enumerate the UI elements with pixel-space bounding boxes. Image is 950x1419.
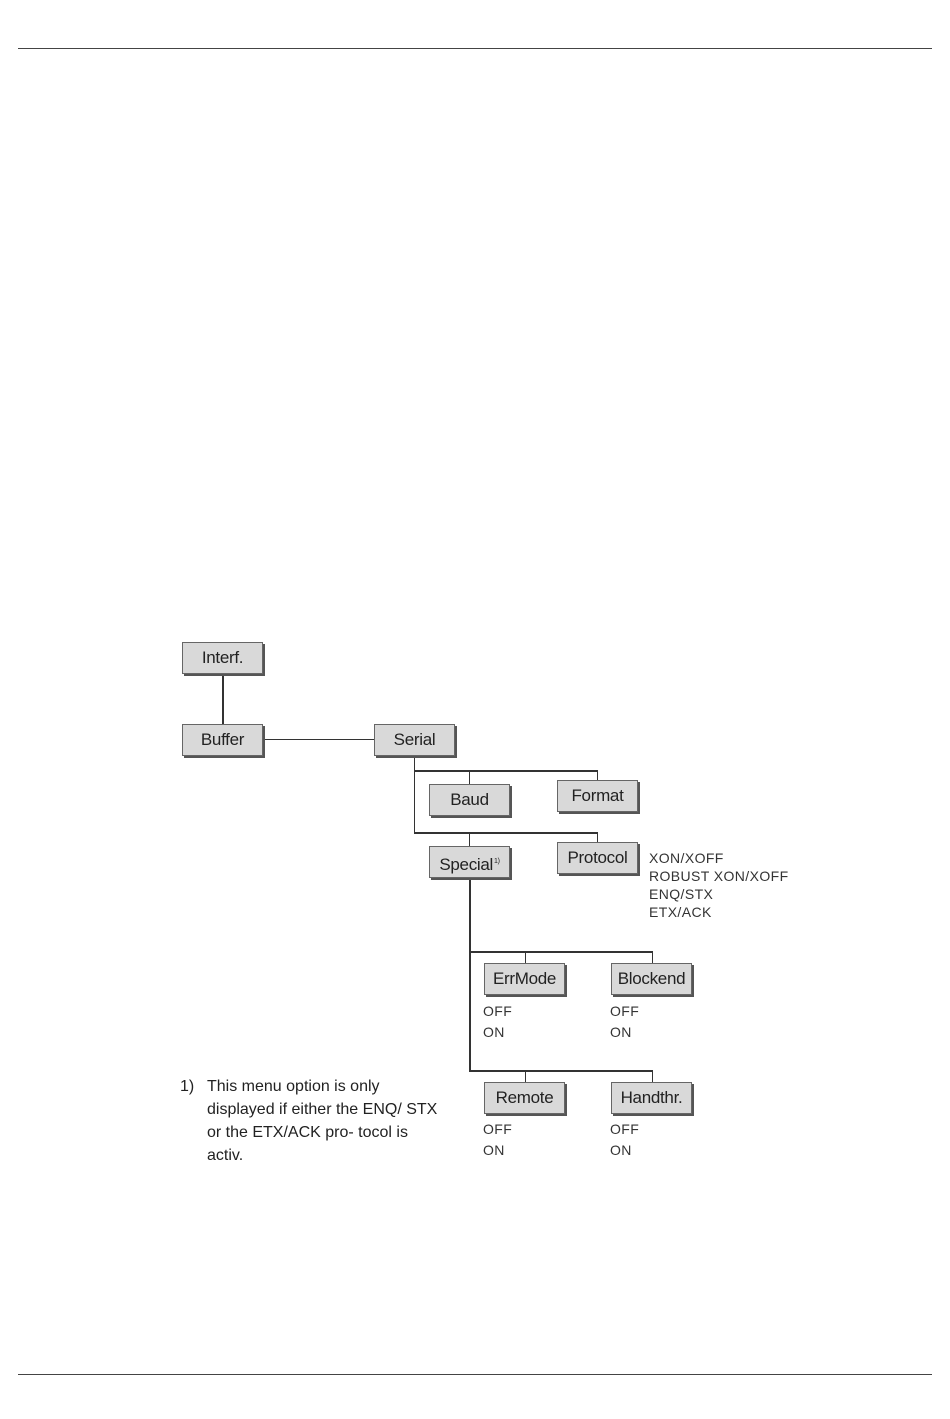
menu-node-errmode: ErrMode	[484, 963, 565, 995]
remote-option: OFF	[483, 1119, 512, 1140]
connector-special-trunk	[469, 878, 471, 1072]
protocol-options: XON/XOFF ROBUST XON/XOFF ENQ/STX ETX/ACK	[649, 849, 789, 921]
menu-node-handthr: Handthr.	[611, 1082, 692, 1114]
special-footnote-ref: 1)	[494, 858, 500, 865]
errmode-option: OFF	[483, 1001, 512, 1022]
connector-errmode-drop	[525, 951, 526, 963]
connector-row2-bus	[414, 832, 598, 834]
connector-remote-drop	[525, 1070, 526, 1082]
menu-node-format: Format	[557, 780, 638, 812]
connector-buffer-serial	[264, 739, 374, 740]
blockend-option: ON	[610, 1022, 639, 1043]
menu-node-buffer: Buffer	[182, 724, 263, 756]
header-rule	[18, 48, 932, 49]
connector-special-drop	[469, 832, 470, 846]
handthr-option: OFF	[610, 1119, 639, 1140]
protocol-option: ENQ/STX	[649, 885, 789, 903]
blockend-options: OFF ON	[610, 1001, 639, 1043]
remote-option: ON	[483, 1140, 512, 1161]
footer-rule	[18, 1374, 932, 1375]
menu-node-protocol: Protocol	[557, 842, 638, 874]
connector-blockend-drop	[652, 951, 653, 963]
connector-protocol-drop	[597, 832, 598, 842]
menu-node-remote: Remote	[484, 1082, 565, 1114]
protocol-option: ROBUST XON/XOFF	[649, 867, 789, 885]
remote-options: OFF ON	[483, 1119, 512, 1161]
connector-row3-bus	[469, 951, 653, 953]
menu-node-special: Special1)	[429, 846, 510, 878]
errmode-options: OFF ON	[483, 1001, 512, 1043]
connector-format-drop	[597, 770, 598, 780]
special-label: Special	[439, 855, 493, 874]
menu-node-interf: Interf.	[182, 642, 263, 674]
footnote-text: This menu option is only displayed if ei…	[207, 1075, 439, 1167]
protocol-option: ETX/ACK	[649, 903, 789, 921]
menu-node-blockend: Blockend	[611, 963, 692, 995]
connector-interf-buffer	[222, 675, 224, 725]
connector-handthr-drop	[652, 1070, 653, 1082]
menu-node-baud: Baud	[429, 784, 510, 816]
footnote-number: 1)	[180, 1075, 194, 1098]
connector-serial-trunk	[414, 757, 415, 834]
menu-node-serial: Serial	[374, 724, 455, 756]
blockend-option: OFF	[610, 1001, 639, 1022]
protocol-option: XON/XOFF	[649, 849, 789, 867]
connector-row1-bus	[414, 770, 598, 772]
errmode-option: ON	[483, 1022, 512, 1043]
handthr-option: ON	[610, 1140, 639, 1161]
connector-baud-drop	[469, 770, 470, 784]
handthr-options: OFF ON	[610, 1119, 639, 1161]
connector-row4-bus	[469, 1070, 653, 1072]
